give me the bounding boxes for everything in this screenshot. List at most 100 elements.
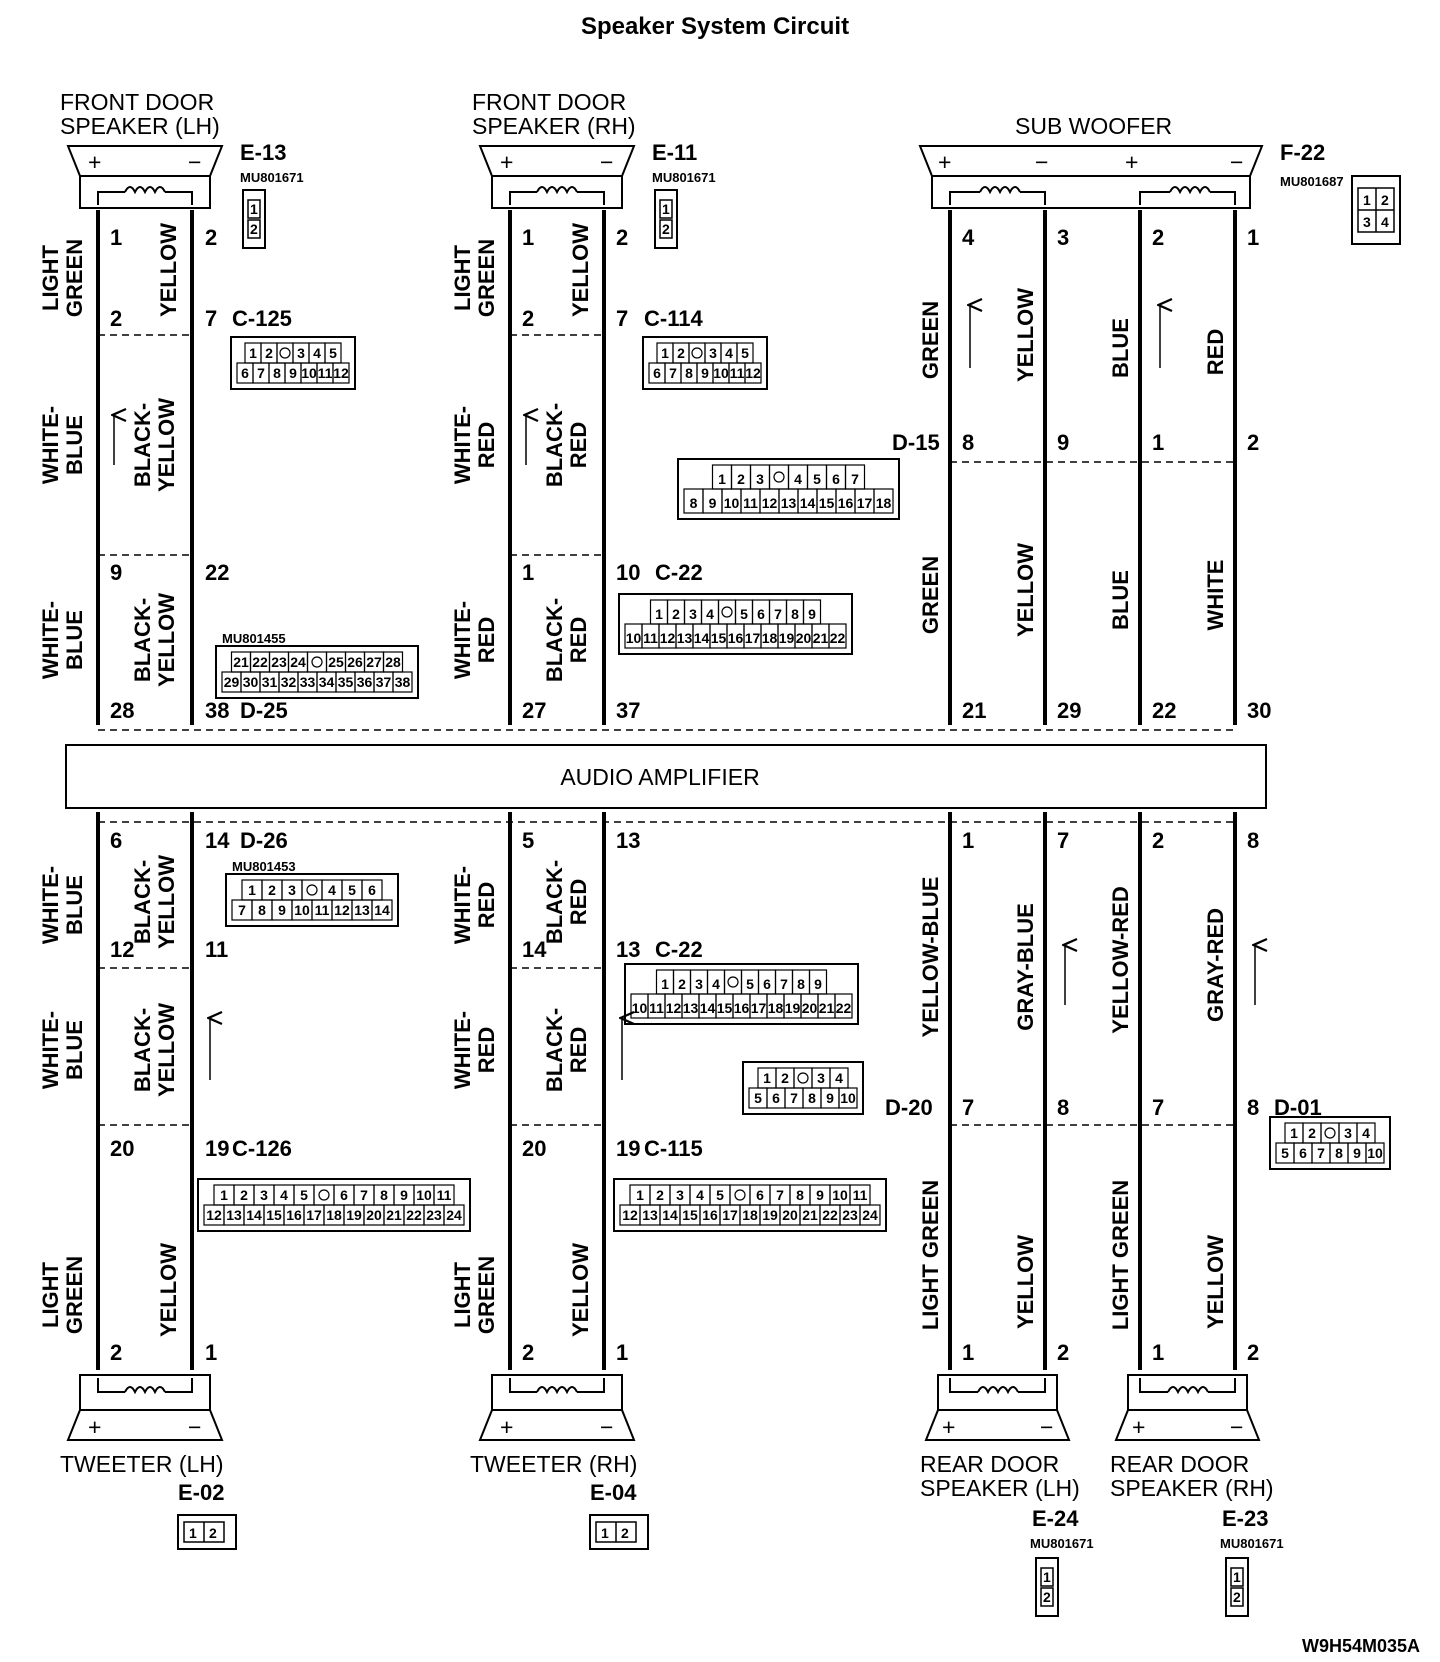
svg-text:WHITE-: WHITE-	[38, 1011, 63, 1089]
connector-pin-number: 16	[286, 1207, 302, 1223]
plug-e02-icon: 1 2	[177, 1514, 237, 1550]
connector-key-icon	[797, 1072, 809, 1084]
connector-pin-number: 10	[301, 365, 317, 381]
svg-text:−: −	[1040, 1414, 1053, 1440]
svg-text:13: 13	[616, 937, 640, 962]
svg-text:YELLOW: YELLOW	[154, 855, 179, 949]
label-c22-bottom: C-22	[655, 937, 703, 962]
connector-pin-number: 20	[366, 1207, 382, 1223]
connector-pin-number: 18	[768, 1000, 784, 1016]
connector-pin-number: 6	[772, 1090, 780, 1106]
connector-face-d-01	[1269, 1116, 1391, 1170]
conn-f22: F-22	[1280, 140, 1325, 165]
connector-cell	[392, 671, 413, 693]
connector-pin-number: 12	[206, 1207, 222, 1223]
connector-cell	[443, 1204, 465, 1226]
svg-text:GREEN: GREEN	[474, 239, 499, 317]
connector-pin-number: 5	[329, 345, 337, 361]
svg-text:14: 14	[205, 828, 230, 853]
connector-pin-number: 12	[762, 495, 778, 511]
connector-key-icon	[691, 347, 703, 359]
connector-pin-number: 6	[757, 606, 765, 622]
rear-door-rh-speaker-icon: + −	[1114, 1374, 1261, 1441]
svg-text:1: 1	[522, 560, 534, 585]
svg-text:YELLOW: YELLOW	[154, 593, 179, 687]
connector-pin-number: 21	[819, 1000, 835, 1016]
connector-pin-number: 8	[791, 606, 799, 622]
svg-text:RED: RED	[474, 1027, 499, 1073]
connector-face-c-115	[613, 1178, 887, 1232]
connector-pin-number: 14	[374, 902, 390, 918]
rear-door-rh-label-2: SPEAKER (RH)	[1110, 1475, 1274, 1501]
svg-text:1: 1	[250, 201, 258, 217]
connector-pin-number: 14	[700, 1000, 716, 1016]
svg-text:RED: RED	[566, 1027, 591, 1073]
connector-pin-number: 7	[780, 976, 788, 992]
connector-pin-number: 16	[702, 1207, 718, 1223]
connector-pin-number: 5	[300, 1187, 308, 1203]
tweeter-lh-icon: + −	[66, 1374, 224, 1441]
connector-pin-number: 4	[313, 345, 321, 361]
svg-text:GREEN: GREEN	[474, 1256, 499, 1334]
connector-pin-number: 13	[677, 630, 693, 646]
svg-text:BLUE: BLUE	[62, 610, 87, 670]
svg-text:8: 8	[1247, 1095, 1259, 1120]
connector-pin-number: 19	[762, 1207, 778, 1223]
plug-f22-icon: 1 2 3 4	[1351, 175, 1401, 245]
svg-text:12: 12	[110, 937, 134, 962]
connector-pin-number: 5	[741, 345, 749, 361]
connector-pin-number: 9	[289, 365, 297, 381]
connector-pin-number: 16	[734, 1000, 750, 1016]
connector-pin-number: 6	[368, 882, 376, 898]
svg-text:1: 1	[962, 828, 974, 853]
svg-text:+: +	[1125, 149, 1138, 175]
connector-pin-number: 5	[746, 976, 754, 992]
connector-pin-number: 2	[265, 345, 273, 361]
svg-text:+: +	[942, 1414, 955, 1440]
svg-text:21: 21	[962, 698, 986, 723]
tweeter-rh-icon: + −	[478, 1374, 636, 1441]
plug-e04-icon: 1 2	[589, 1514, 649, 1550]
part-e13: MU801671	[240, 170, 304, 185]
tweeter-lh-label: TWEETER (LH)	[60, 1451, 224, 1477]
svg-text:+: +	[1132, 1414, 1145, 1440]
svg-text:1: 1	[601, 1525, 609, 1541]
connector-key-icon	[279, 347, 291, 359]
connector-pin-number: 4	[1362, 1125, 1370, 1141]
connector-key-icon	[727, 976, 739, 988]
label-d26: D-26	[240, 828, 288, 853]
svg-text:1: 1	[1247, 225, 1259, 250]
connector-pin-number: 11	[853, 1187, 868, 1203]
connector-pin-number: 3	[817, 1070, 825, 1086]
svg-text:YELLOW: YELLOW	[156, 223, 181, 317]
svg-text:BLUE: BLUE	[1108, 318, 1133, 378]
connector-pin-number: 9	[278, 902, 286, 918]
connector-breaks	[98, 334, 1235, 1126]
svg-text:BLACK-: BLACK-	[542, 598, 567, 682]
connector-pin-number: 1	[661, 976, 669, 992]
connector-pin-number: 6	[832, 471, 840, 487]
svg-text:1: 1	[1043, 1569, 1051, 1585]
label-d15: D-15	[892, 430, 940, 455]
connector-pin-number: 18	[742, 1207, 758, 1223]
connector-pin-number: 37	[376, 674, 392, 690]
svg-text:WHITE: WHITE	[1203, 560, 1228, 631]
connector-pin-number: 9	[816, 1187, 824, 1203]
connector-pin-number: 4	[725, 345, 733, 361]
connector-pin-number: 7	[1317, 1145, 1325, 1161]
connector-pin-number: 4	[706, 606, 714, 622]
connector-pin-number: 8	[796, 1187, 804, 1203]
connector-pin-number: 12	[334, 902, 350, 918]
label-c126: C-126	[232, 1136, 292, 1161]
connector-cell	[744, 362, 762, 384]
svg-text:7: 7	[962, 1095, 974, 1120]
svg-text:BLACK-: BLACK-	[542, 860, 567, 944]
svg-text:2: 2	[522, 306, 534, 331]
svg-text:LIGHT: LIGHT	[450, 244, 475, 311]
connector-pin-number: 21	[386, 1207, 402, 1223]
connector-pin-number: 7	[257, 365, 265, 381]
label-d01: D-01	[1274, 1095, 1322, 1120]
svg-text:2: 2	[110, 306, 122, 331]
svg-text:−: −	[1035, 149, 1048, 175]
connector-pin-number: 9	[808, 606, 816, 622]
